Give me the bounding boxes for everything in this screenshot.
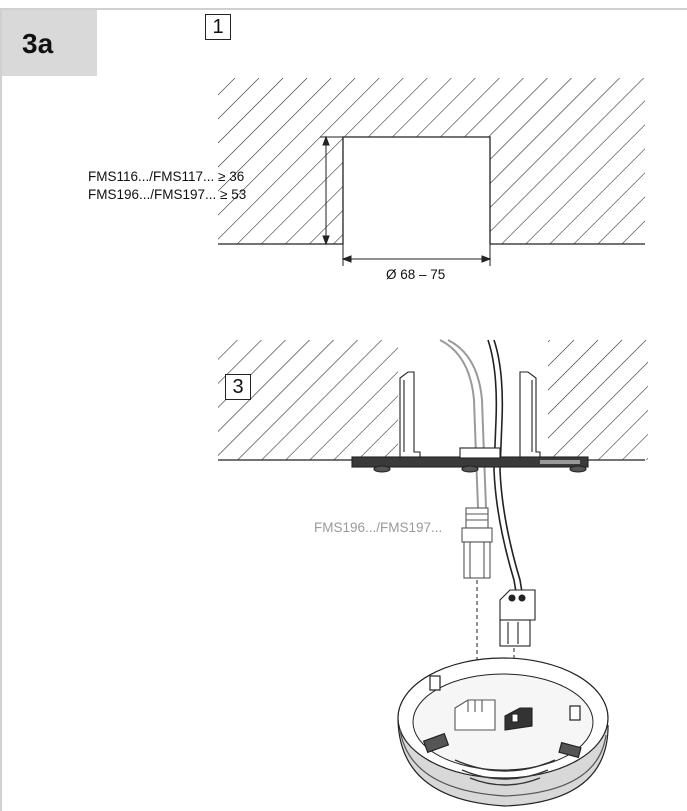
mounting-clip-left [399, 371, 421, 461]
panel1-ceiling-hatch [218, 78, 645, 244]
panel3-cable-label: FMS196.../FMS197... [314, 520, 443, 535]
panel1-depth-label-2: FMS196.../FMS197... ≥ 53 [88, 187, 247, 202]
frame-top-border [0, 8, 687, 10]
panel1-number-box: 1 [205, 14, 231, 40]
terminal-plug [499, 589, 536, 647]
panel1-recess-outline [218, 136, 645, 245]
frame-left-border [0, 8, 2, 811]
panel3-number-box: 3 [225, 374, 251, 400]
cable-black [487, 339, 523, 593]
base-rj-socket [454, 699, 496, 731]
mounting-clip-right [519, 371, 541, 461]
detector-base [397, 657, 609, 807]
panel1-diameter-label: Ø 68 – 75 [386, 267, 446, 282]
base-terminal-socket [504, 707, 533, 731]
panel1-diameter-dimension [341, 244, 492, 266]
panel3-ceiling-hatch [218, 340, 648, 460]
mounting-plate [351, 447, 589, 473]
step-label: 3a [22, 28, 54, 59]
cable-grey [439, 339, 487, 509]
panel1-depth-label-1: FMS116.../FMS117... ≥ 36 [88, 169, 245, 184]
rj-connector [461, 507, 493, 579]
step-badge [2, 10, 97, 76]
panel1-depth-dimension [320, 135, 343, 246]
